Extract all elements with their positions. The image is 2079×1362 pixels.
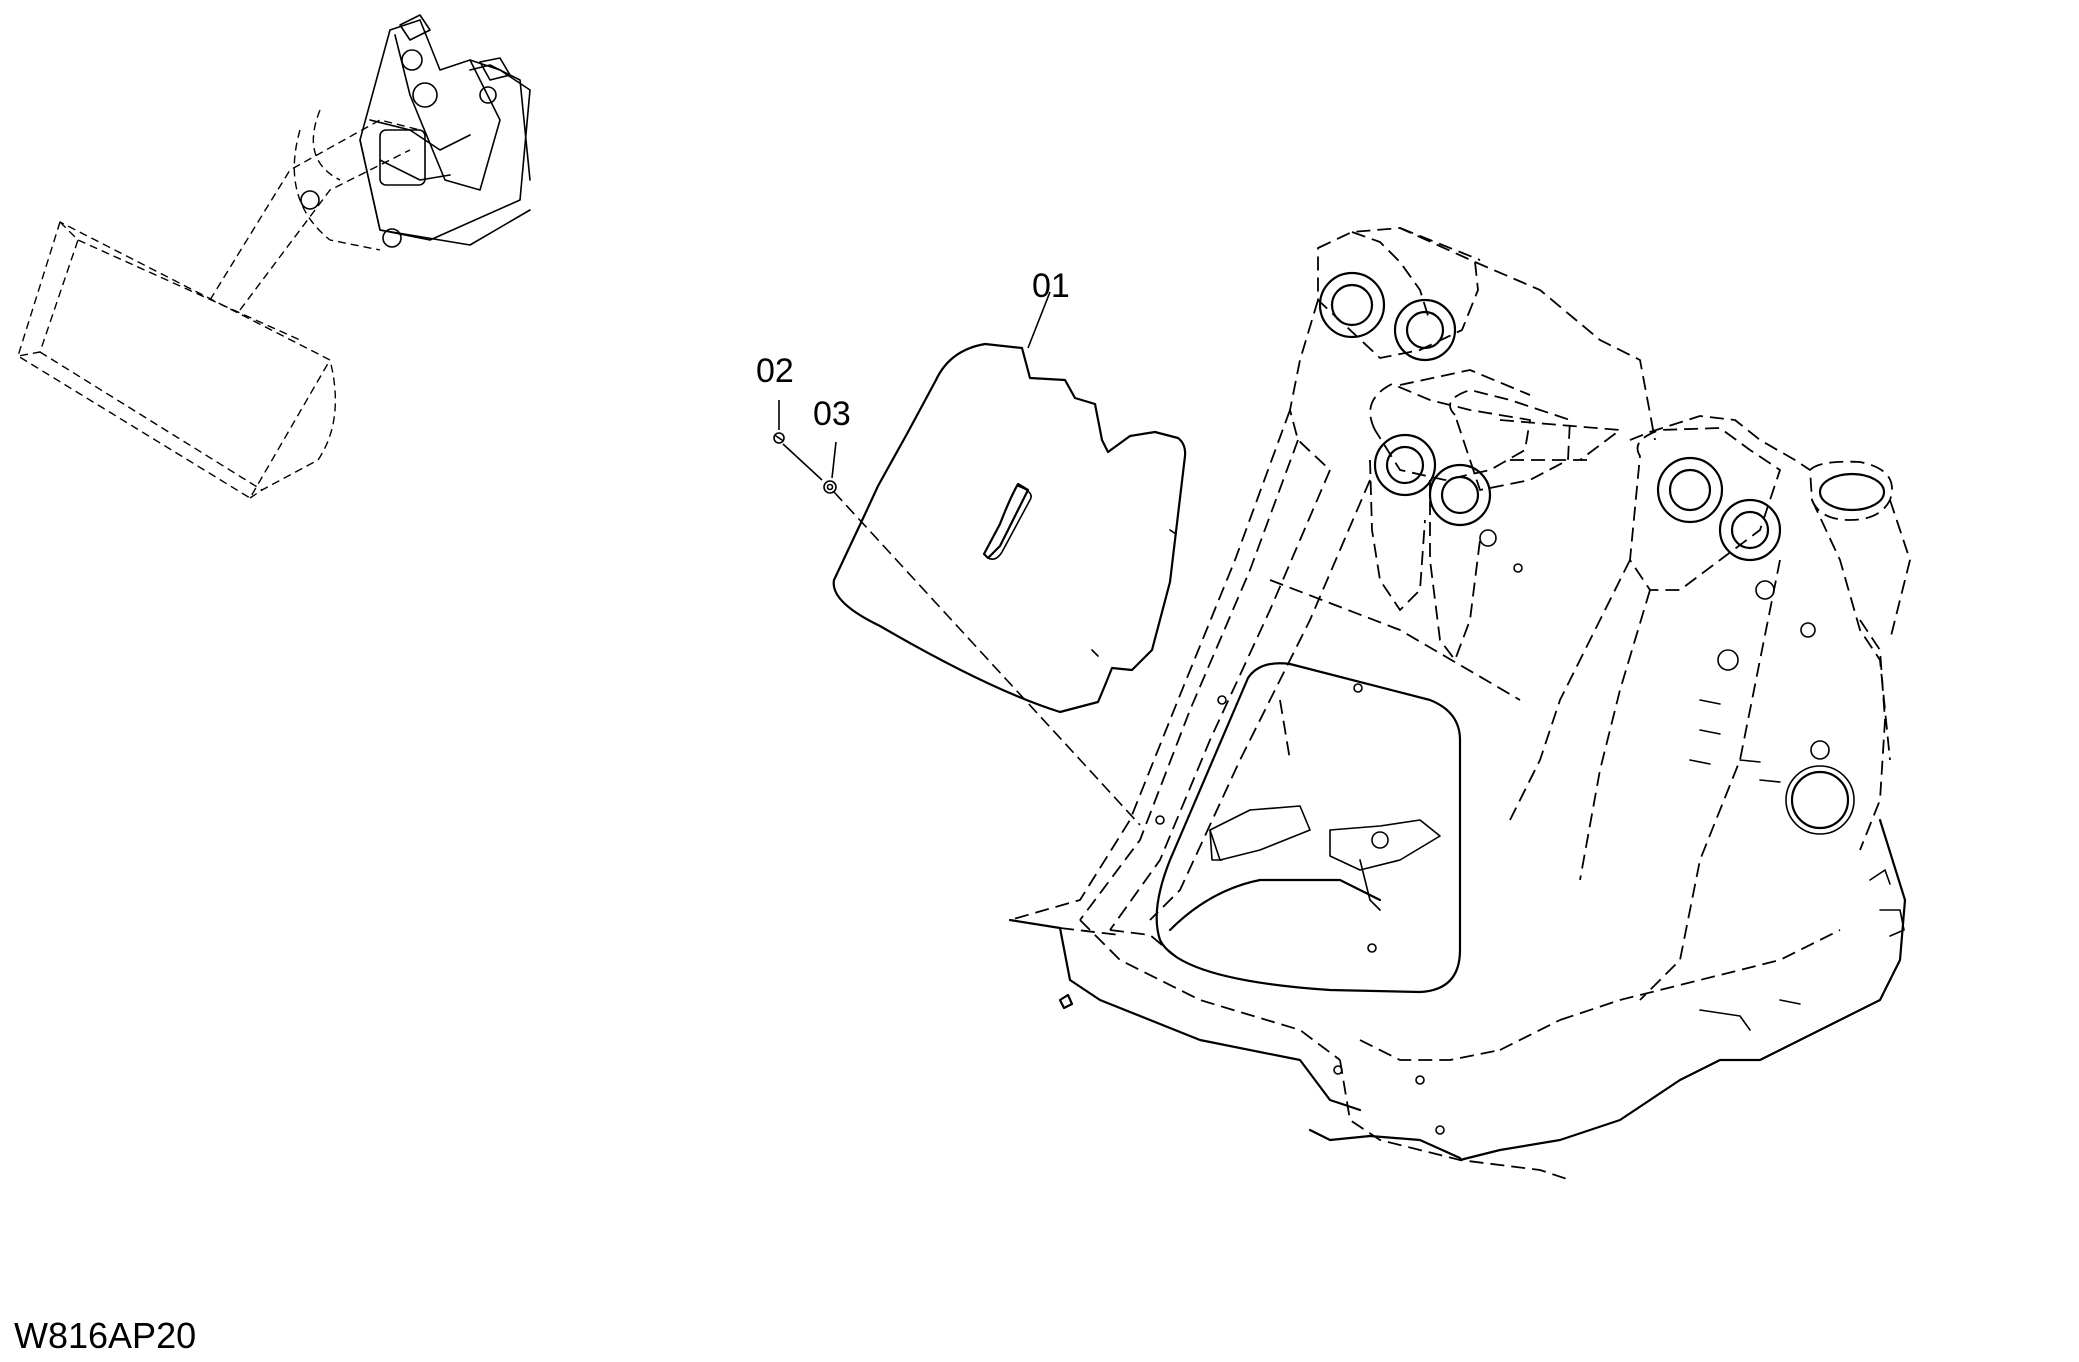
bolt-and-washer bbox=[773, 432, 837, 494]
callout-02: 02 bbox=[756, 352, 794, 390]
callout-03: 03 bbox=[813, 395, 851, 433]
front-frame bbox=[1008, 227, 1911, 1181]
callout-01: 01 bbox=[1032, 267, 1070, 305]
figure-code: W816AP20 bbox=[14, 1315, 196, 1356]
leader-lines bbox=[778, 291, 1141, 826]
overview-thumbnail bbox=[17, 14, 531, 499]
cover-plate bbox=[832, 342, 1187, 714]
